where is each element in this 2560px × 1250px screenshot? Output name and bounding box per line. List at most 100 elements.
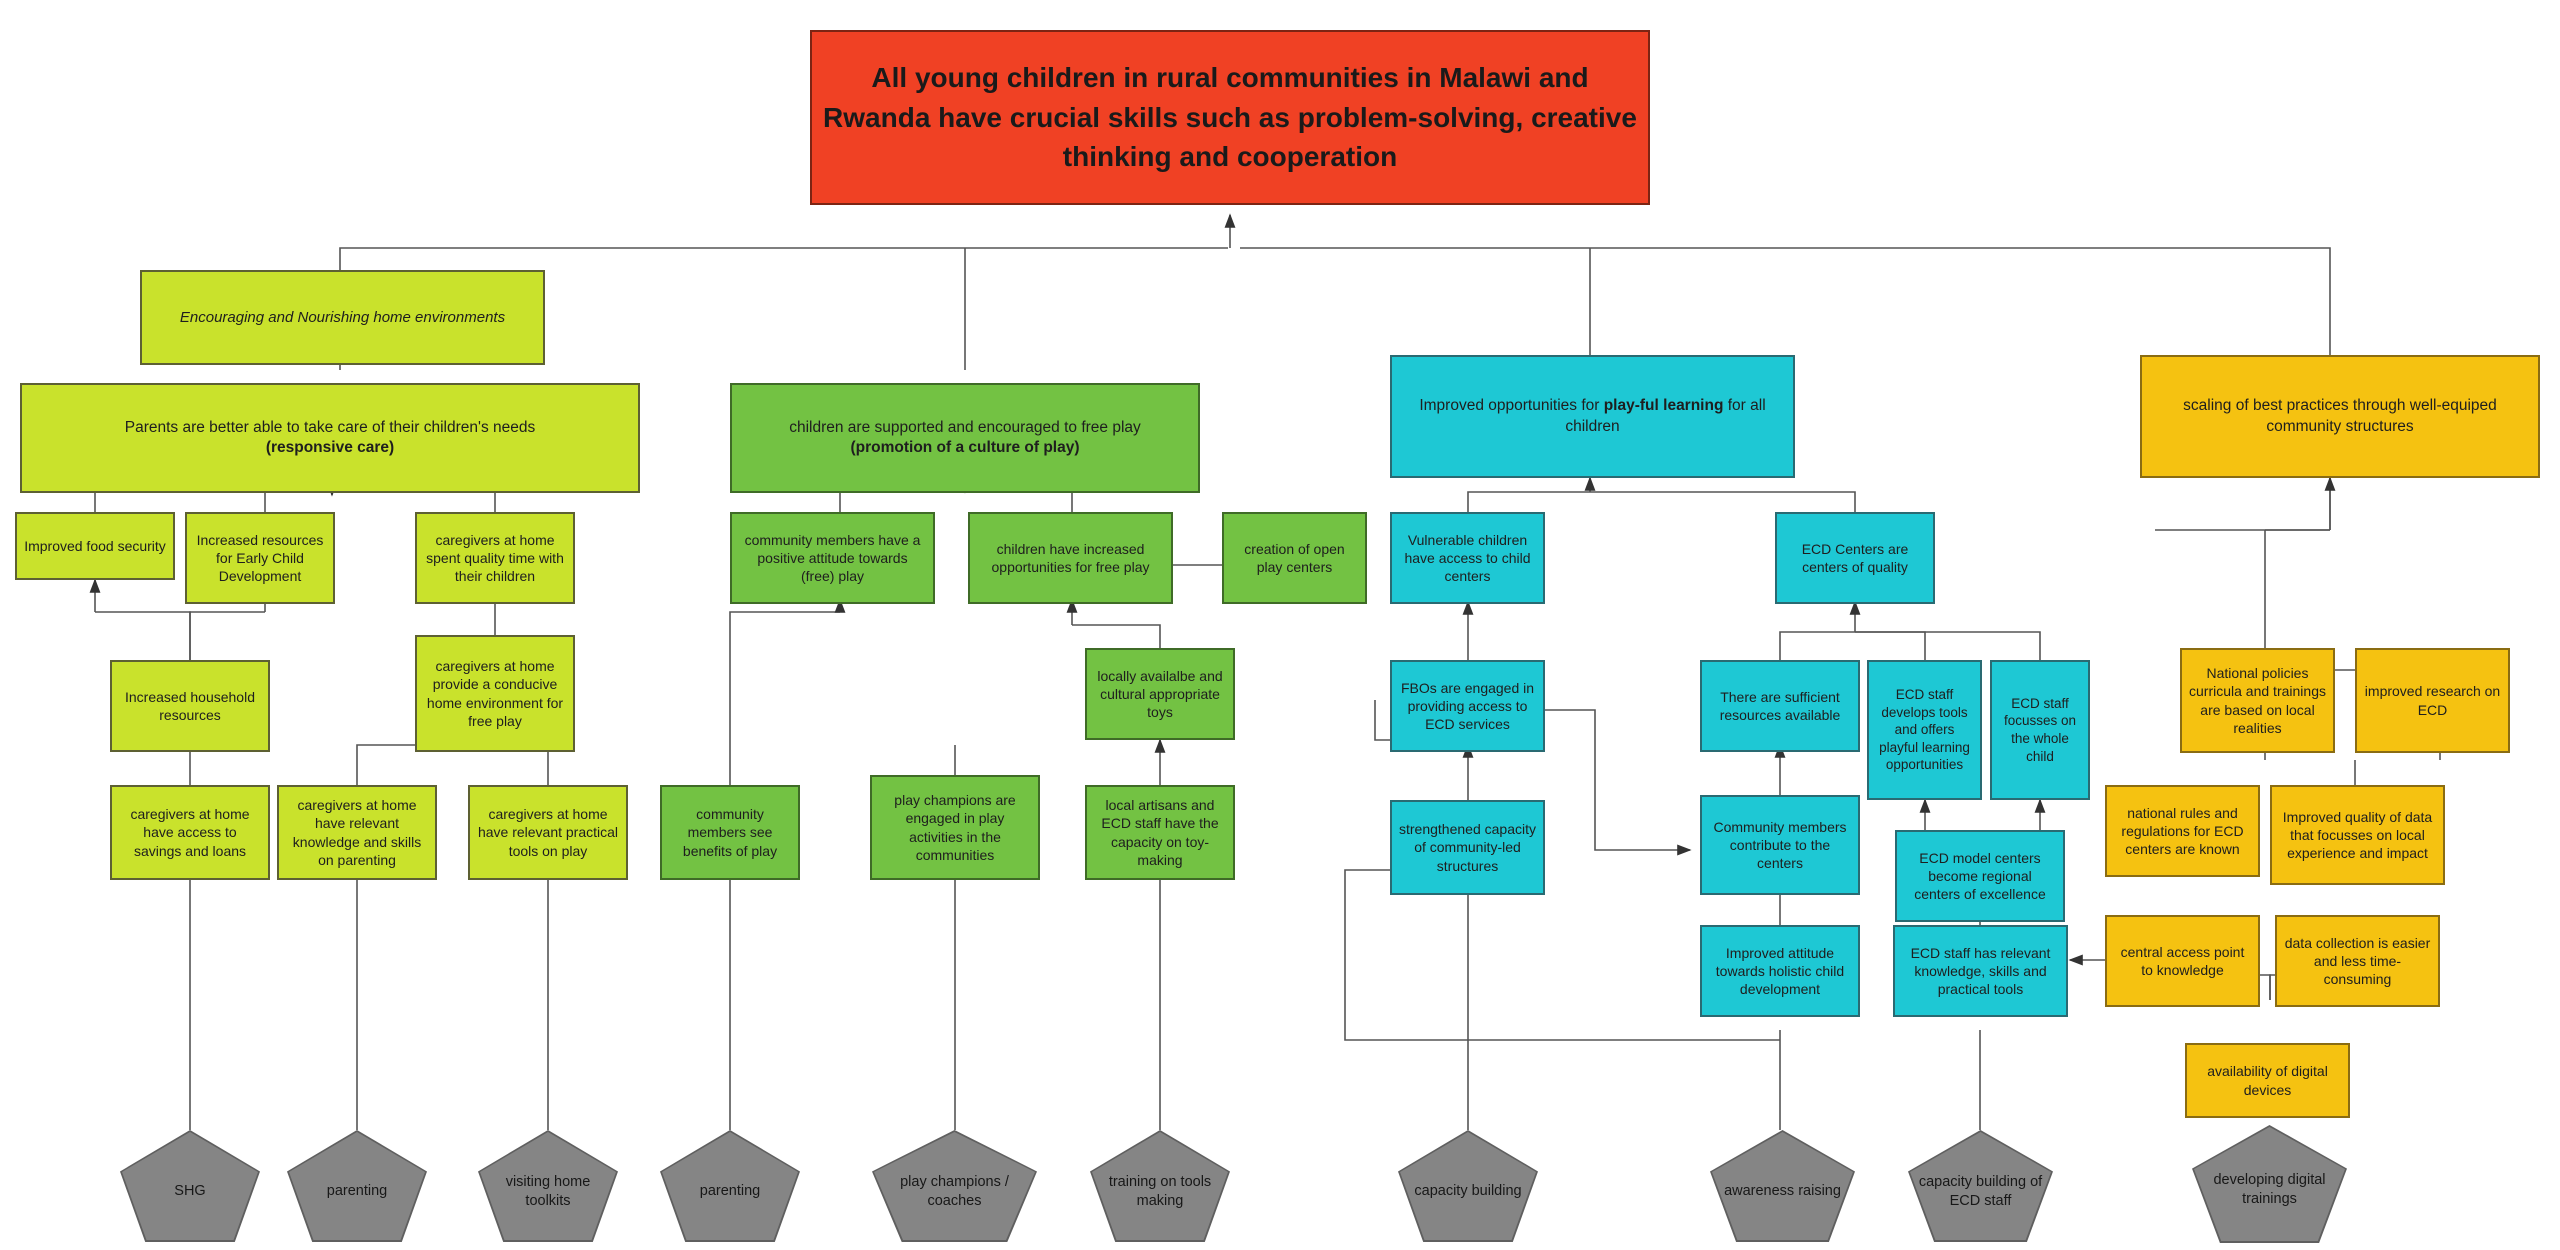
outcome-practical-tools-play: caregivers at home have relevant practic… <box>468 785 628 880</box>
activity-play-champions-coaches: play champions / coaches <box>872 1130 1037 1242</box>
outcome-staff-whole-child: ECD staff focusses on the whole child <box>1990 660 2090 800</box>
pillar-3-emphasis: play-ful learning <box>1603 397 1724 415</box>
activity-label-wrap: awareness raising <box>1712 1132 1853 1240</box>
outcome-label: caregivers at home provide a conducive h… <box>426 658 564 729</box>
pillar-scaling-best-practices: scaling of best practices through well-e… <box>2140 355 2540 478</box>
activity-label: parenting <box>326 1183 388 1200</box>
outcome-national-policies: National policies curricula and training… <box>2180 648 2335 753</box>
activity-developing-digital-trainings: developing digital trainings <box>2192 1125 2347 1243</box>
outcome-label: community members see benefits of play <box>682 806 778 859</box>
outcome-quality-time: caregivers at home spent quality time wi… <box>415 512 575 604</box>
outcome-open-play-centers: creation of open play centers <box>1222 512 1367 604</box>
pillar-3-post: for all children <box>1565 397 1766 435</box>
activity-label: capacity building of ECD staff <box>1918 1173 2043 1209</box>
outcome-increased-play-opportunities: children have increased opportunities fo… <box>968 512 1173 604</box>
pillar-3-pre: Improved opportunities for <box>1419 397 1604 415</box>
goal-text: All young children in rural communities … <box>823 61 1637 173</box>
activity-label-wrap: developing digital trainings <box>2194 1127 2345 1241</box>
outcome-label: ECD Centers are centers of quality <box>1801 540 1909 575</box>
pillar-1-emphasis: (responsive care) <box>265 439 395 456</box>
pillar-2-label: children are supported and encouraged to… <box>789 418 1141 436</box>
outcome-label: data collection is easier and less time-… <box>2284 934 2431 988</box>
outcome-parenting-knowledge: caregivers at home have relevant knowled… <box>277 785 437 880</box>
pillar-2-emphasis: (promotion of a culture of play) <box>850 439 1080 456</box>
outcome-improved-data-quality: Improved quality of data that focusses o… <box>2270 785 2445 885</box>
outcome-improved-research: improved research on ECD <box>2355 648 2510 753</box>
outcome-label: national rules and regulations for ECD c… <box>2121 804 2244 858</box>
activity-label: developing digital trainings <box>2213 1171 2326 1207</box>
outcome-label: locally availalbe and cultural appropria… <box>1097 667 1223 721</box>
activity-label-wrap: training on tools making <box>1092 1132 1228 1240</box>
activity-label: training on tools making <box>1108 1173 1212 1209</box>
pillar-playful-learning: Improved opportunities for play-ful lear… <box>1390 355 1795 478</box>
outcome-increased-resources-ecd: Increased resources for Early Child Deve… <box>185 512 335 604</box>
outcome-label: Improved quality of data that focusses o… <box>2282 808 2433 862</box>
outcome-label: Vulnerable children have access to child… <box>1404 531 1531 585</box>
outcome-label: caregivers at home have relevant knowled… <box>292 797 422 868</box>
outcome-ecd-centers-quality: ECD Centers are centers of quality <box>1775 512 1935 604</box>
activity-label: parenting <box>699 1183 761 1200</box>
activity-label-wrap: SHG <box>122 1132 258 1240</box>
assumption-text: Encouraging and Nourishing home environm… <box>179 308 506 326</box>
activity-awareness-raising: awareness raising <box>1710 1130 1855 1242</box>
activity-capacity-building-ecd-staff: capacity building of ECD staff <box>1908 1130 2053 1242</box>
activity-shg: SHG <box>120 1130 260 1242</box>
pillar-culture-of-play: children are supported and encouraged to… <box>730 383 1200 493</box>
activity-label-wrap: capacity building of ECD staff <box>1910 1132 2051 1240</box>
outcome-community-contributes: Community members contribute to the cent… <box>1700 795 1860 895</box>
outcome-label: There are sufficient resources available <box>1719 688 1841 723</box>
activity-label: play champions / coaches <box>900 1173 1009 1209</box>
activity-label: capacity building <box>1414 1183 1522 1200</box>
activity-label: awareness raising <box>1724 1183 1841 1200</box>
outcome-label: ECD model centers become regional center… <box>1914 849 2046 903</box>
outcome-label: FBOs are engaged in providing access to … <box>1400 679 1535 733</box>
outcome-national-rules-known: national rules and regulations for ECD c… <box>2105 785 2260 877</box>
outcome-label: Improved food security <box>24 537 166 554</box>
outcome-label: local artisans and ECD staff have the ca… <box>1101 797 1219 868</box>
outcome-label: ECD staff has relevant knowledge, skills… <box>1910 944 2051 998</box>
outcome-label: central access point to knowledge <box>2120 943 2245 978</box>
outcome-label: Community members contribute to the cent… <box>1713 818 1847 872</box>
outcome-label: National policies curricula and training… <box>2189 665 2326 736</box>
outcome-sufficient-resources: There are sufficient resources available <box>1700 660 1860 752</box>
outcome-label: ECD staff develops tools and offers play… <box>1879 687 1970 773</box>
outcome-label: strengthened capacity of community-led s… <box>1399 821 1536 874</box>
outcome-local-toys: locally availalbe and cultural appropria… <box>1085 648 1235 740</box>
outcome-central-access-knowledge: central access point to knowledge <box>2105 915 2260 1007</box>
outcome-increased-household-resources: Increased household resources <box>110 660 270 752</box>
pillar-1-label: Parents are better able to take care of … <box>124 418 536 436</box>
outcome-label: caregivers at home have access to saving… <box>130 806 250 859</box>
outcome-positive-attitude-play: community members have a positive attitu… <box>730 512 935 604</box>
outcome-label: caregivers at home spent quality time wi… <box>426 531 564 585</box>
outcome-vulnerable-children-access: Vulnerable children have access to child… <box>1390 512 1545 604</box>
activity-label: visiting home toolkits <box>505 1173 591 1209</box>
outcome-digital-devices: availability of digital devices <box>2185 1043 2350 1118</box>
outcome-label: Increased resources for Early Child Deve… <box>196 531 324 585</box>
activity-label-wrap: play champions / coaches <box>874 1132 1035 1240</box>
activity-label-wrap: parenting <box>662 1132 798 1240</box>
outcome-label: community members have a positive attitu… <box>744 531 921 585</box>
outcome-label: Increased household resources <box>125 688 255 723</box>
outcome-label: play champions are engaged in play activ… <box>894 792 1016 863</box>
outcome-label: caregivers at home have relevant practic… <box>477 806 619 859</box>
outcome-fbos-engaged: FBOs are engaged in providing access to … <box>1390 660 1545 752</box>
outcome-toy-making-capacity: local artisans and ECD staff have the ca… <box>1085 785 1235 880</box>
outcome-improved-food-security: Improved food security <box>15 512 175 580</box>
activity-capacity-building: capacity building <box>1398 1130 1538 1242</box>
activity-label-wrap: visiting home toolkits <box>480 1132 616 1240</box>
outcome-holistic-attitude: Improved attitude towards holistic child… <box>1700 925 1860 1017</box>
activity-visiting-home-toolkits: visiting home toolkits <box>478 1130 618 1242</box>
outcome-staff-knowledge-tools: ECD staff has relevant knowledge, skills… <box>1893 925 2068 1017</box>
activity-training-tools-making: training on tools making <box>1090 1130 1230 1242</box>
goal-box: All young children in rural communities … <box>810 30 1650 205</box>
activity-parenting-1: parenting <box>287 1130 427 1242</box>
activity-label-wrap: capacity building <box>1400 1132 1536 1240</box>
outcome-label: ECD staff focusses on the whole child <box>2003 695 2077 764</box>
pillar-responsive-care: Parents are better able to take care of … <box>20 383 640 493</box>
outcome-benefits-of-play: community members see benefits of play <box>660 785 800 880</box>
pillar-4-label: scaling of best practices through well-e… <box>2183 397 2497 435</box>
outcome-savings-and-loans: caregivers at home have access to saving… <box>110 785 270 880</box>
outcome-label: improved research on ECD <box>2364 683 2501 718</box>
outcome-label: children have increased opportunities fo… <box>991 540 1150 575</box>
